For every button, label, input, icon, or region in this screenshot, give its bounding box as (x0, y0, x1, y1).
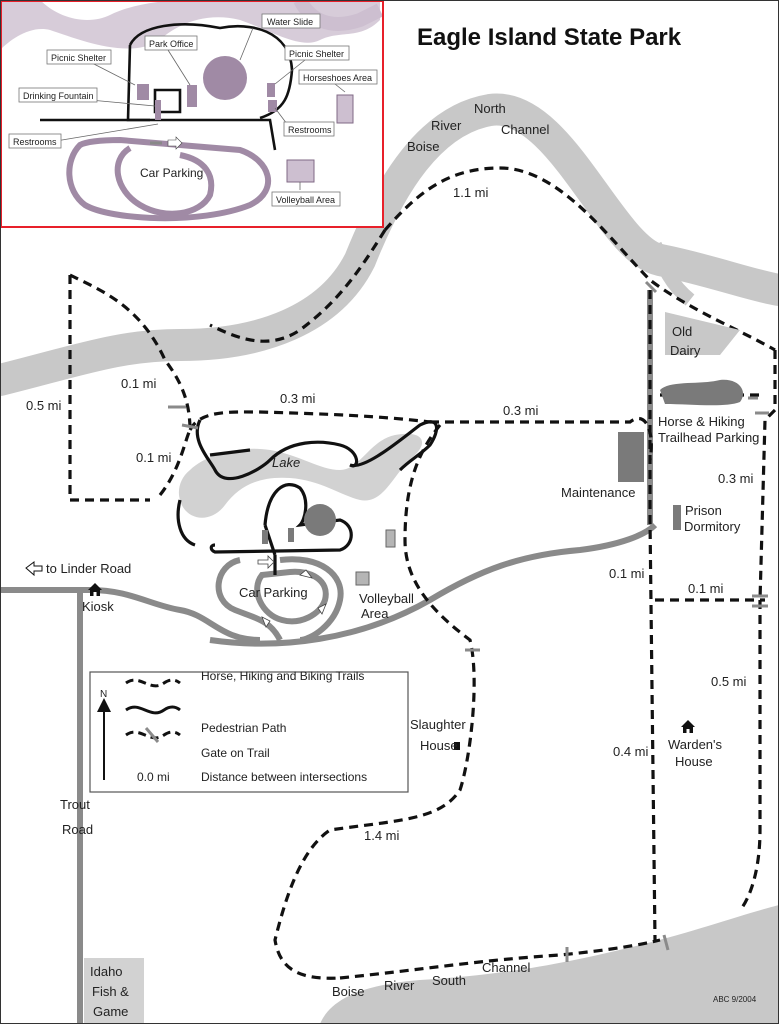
legend-trails: Horse, Hiking and Biking Trails (201, 669, 364, 683)
label-prison-1: Prison (685, 503, 722, 518)
legend-pedestrian: Pedestrian Path (201, 721, 286, 735)
label-slaughter-2: House (420, 738, 458, 753)
distance-label: 0.3 mi (718, 471, 754, 486)
maintenance-building (618, 432, 644, 482)
legend-gate: Gate on Trail (201, 746, 270, 760)
label-trailhead-1: Horse & Hiking (658, 414, 745, 429)
south-river-label-boise: Boise (332, 984, 365, 999)
label-old-dairy-2: Dairy (670, 343, 701, 358)
water-slide (304, 504, 336, 536)
label-car-parking: Car Parking (239, 585, 308, 600)
park-office (288, 528, 294, 542)
legend-north: N (100, 689, 107, 700)
kiosk-icon (88, 583, 102, 596)
inset-label-volleyball: Volleyball Area (276, 195, 335, 205)
wardens-house-icon (681, 720, 695, 733)
label-old-dairy-1: Old (672, 324, 692, 339)
distance-label: 0.5 mi (26, 398, 62, 413)
inset-label-water-slide: Water Slide (267, 17, 313, 27)
trail-gates (168, 280, 769, 962)
north-arrow-icon (97, 698, 111, 712)
distance-label: 0.4 mi (613, 744, 649, 759)
prison-dormitory (673, 505, 681, 530)
label-volleyball-2: Area (361, 606, 389, 621)
horse-hiking-trailhead-parking (660, 379, 744, 406)
distance-label: 0.1 mi (136, 450, 172, 465)
trails (68, 166, 777, 980)
label-trout: Trout (60, 797, 90, 812)
label-trailhead-2: Trailhead Parking (658, 430, 759, 445)
inset-label-picnic-shelter-right: Picnic Shelter (289, 49, 344, 59)
label-warden-2: House (675, 754, 713, 769)
inset-label-drinking-fountain: Drinking Fountain (23, 91, 94, 101)
inset-callouts: Water Slide Park Office Picnic Shelter P… (8, 13, 378, 207)
south-river-label-south: South (432, 973, 466, 988)
south-river-label-channel: Channel (482, 960, 531, 975)
inset-label-horseshoes: Horseshoes Area (303, 73, 372, 83)
south-channel-river (320, 905, 779, 1024)
legend-distance-desc: Distance between intersections (201, 770, 367, 784)
river-label-north: North (474, 101, 506, 116)
label-warden-1: Warden's (668, 737, 723, 752)
distance-label: 0.1 mi (121, 376, 157, 391)
picnic-shelter (262, 530, 268, 544)
old-dairy (665, 312, 740, 355)
label-lake: Lake (272, 455, 300, 470)
label-prison-2: Dormitory (684, 519, 741, 534)
horseshoes-area (385, 529, 396, 548)
distance-label: 0.1 mi (688, 581, 724, 596)
river-label-boise: Boise (407, 139, 440, 154)
credit: ABC 9/2004 (713, 995, 757, 1004)
label-volleyball-1: Volleyball (359, 591, 414, 606)
north-channel-river-branch (648, 241, 695, 306)
lake-park-facilities (262, 504, 396, 586)
distance-label: 0.5 mi (711, 674, 747, 689)
map-legend: N Horse, Hiking and Biking Trails Pedest… (89, 669, 409, 793)
inset-map: Water Slide Park Office Picnic Shelter P… (0, 0, 384, 228)
label-fish: Fish & (92, 984, 129, 999)
distance-label: 0.1 mi (609, 566, 645, 581)
distance-label: 1.4 mi (364, 828, 400, 843)
distance-label: 0.3 mi (280, 391, 316, 406)
lake (178, 433, 423, 518)
distance-label: 1.1 mi (453, 185, 489, 200)
parking-arrows (257, 555, 327, 628)
inset-label-restrooms-left: Restrooms (13, 137, 57, 147)
inset-label-park-office: Park Office (149, 39, 193, 49)
map-title: Eagle Island State Park (417, 24, 682, 51)
label-game: Game (93, 1004, 128, 1019)
label-idaho: Idaho (90, 964, 123, 979)
inset-label-car-parking: Car Parking (140, 166, 203, 180)
legend-distance-sample: 0.0 mi (137, 770, 170, 784)
label-slaughter-1: Slaughter (410, 717, 466, 732)
label-linder-road: to Linder Road (46, 561, 131, 576)
label-road: Road (62, 822, 93, 837)
distance-label: 0.3 mi (503, 403, 539, 418)
linder-road-arrow-icon (25, 561, 43, 577)
slaughter-house (454, 742, 460, 750)
south-river-label-river: River (384, 978, 415, 993)
idaho-fish-game-area (84, 958, 144, 1024)
inset-label-picnic-shelter-left: Picnic Shelter (51, 53, 106, 63)
river-label-river: River (431, 118, 462, 133)
volleyball-court (355, 571, 370, 586)
label-maintenance: Maintenance (561, 485, 635, 500)
river-label-channel: Channel (501, 122, 550, 137)
inset-label-restrooms-right: Restrooms (288, 125, 332, 135)
roads (0, 290, 658, 1024)
label-kiosk: Kiosk (82, 599, 114, 614)
